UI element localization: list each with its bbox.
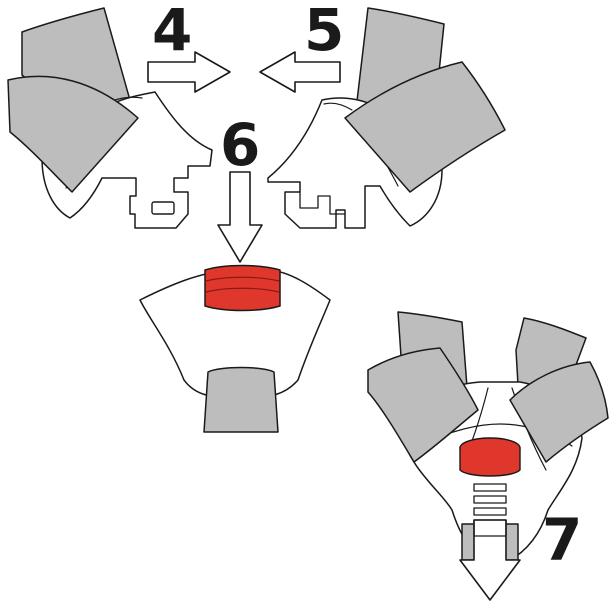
step-number-6: 6 — [220, 111, 260, 179]
red-release-button[interactable] — [204, 264, 281, 312]
buckle-strap — [203, 366, 279, 433]
left-buckle-tongue — [7, 7, 213, 229]
assembly-red-release-button[interactable] — [459, 437, 521, 477]
assembly-lower-right-strap — [509, 361, 609, 463]
arrow-down-step-6 — [217, 171, 263, 263]
buckled-assembly — [367, 311, 609, 601]
arrow-left-step-5 — [259, 51, 341, 93]
right-lower-strap — [344, 61, 506, 193]
step-number-5: 5 — [304, 0, 344, 64]
buckle-housing — [139, 264, 331, 433]
release-motion-lines — [473, 483, 507, 516]
left-lower-strap — [7, 75, 139, 193]
step-number-7: 7 — [542, 506, 582, 574]
left-tongue-slot — [151, 201, 175, 215]
step-number-4: 4 — [152, 0, 192, 64]
right-buckle-tongue — [267, 7, 506, 229]
arrow-right-step-4 — [147, 51, 231, 93]
assembly-lower-left-strap — [367, 347, 479, 463]
